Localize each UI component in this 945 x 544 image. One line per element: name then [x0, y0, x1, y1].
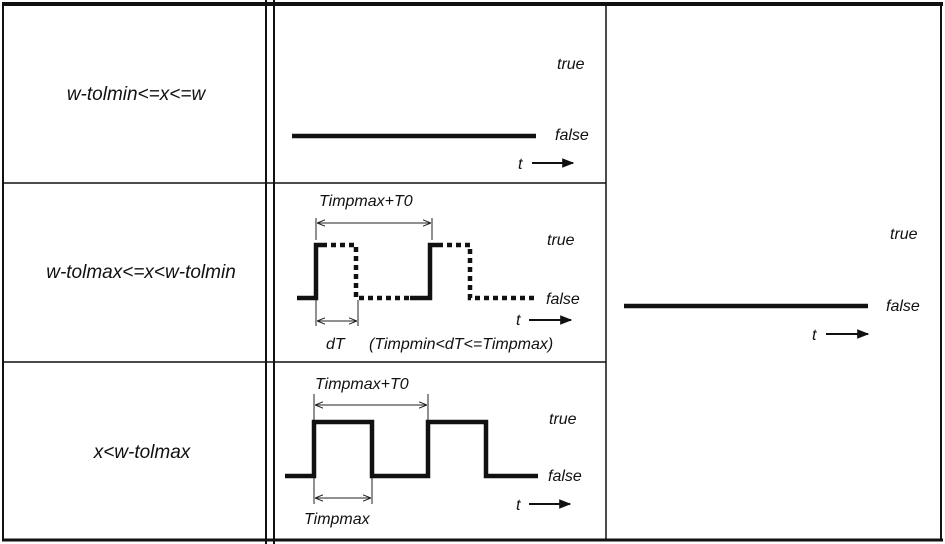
row-3: x<w-tolmax Timpmax+T0 true false Timpmax… [93, 376, 582, 528]
signal-variable-pulse-1 [322, 242, 410, 301]
row-2: w-tolmax<=x<w-tolmin Timpmax+T0 true fal… [46, 193, 580, 353]
time-axis-label: t [812, 327, 817, 344]
pulse-width-label: dT [326, 336, 346, 353]
false-label: false [886, 298, 920, 315]
right-panel: true false t [624, 226, 920, 344]
false-label: false [548, 468, 582, 485]
signal-variable-pulse-2 [438, 242, 536, 301]
time-axis-label: t [516, 497, 521, 514]
condition-label: w-tolmax<=x<w-tolmin [46, 262, 236, 283]
time-axis-label: t [518, 156, 523, 173]
period-label: Timpmax+T0 [315, 376, 409, 393]
signal-pulse-train [285, 419, 538, 479]
true-label: true [547, 232, 575, 249]
signal-rise-1 [297, 242, 322, 301]
false-label: false [555, 127, 589, 144]
true-label: true [890, 226, 918, 243]
time-axis-label: t [516, 312, 521, 329]
true-label: true [549, 411, 577, 428]
row-1: w-tolmin<=x<=w true false t [67, 56, 589, 173]
constraint-label: (Timpmin<dT<=Timpmax) [369, 336, 553, 353]
true-label: true [557, 56, 585, 73]
condition-label: w-tolmin<=x<=w [67, 84, 207, 105]
false-label: false [546, 291, 580, 308]
period-label: Timpmax+T0 [319, 193, 413, 210]
pulse-width-label: Timpmax [304, 511, 371, 528]
signal-rise-2 [410, 242, 438, 301]
condition-label: x<w-tolmax [93, 442, 192, 463]
